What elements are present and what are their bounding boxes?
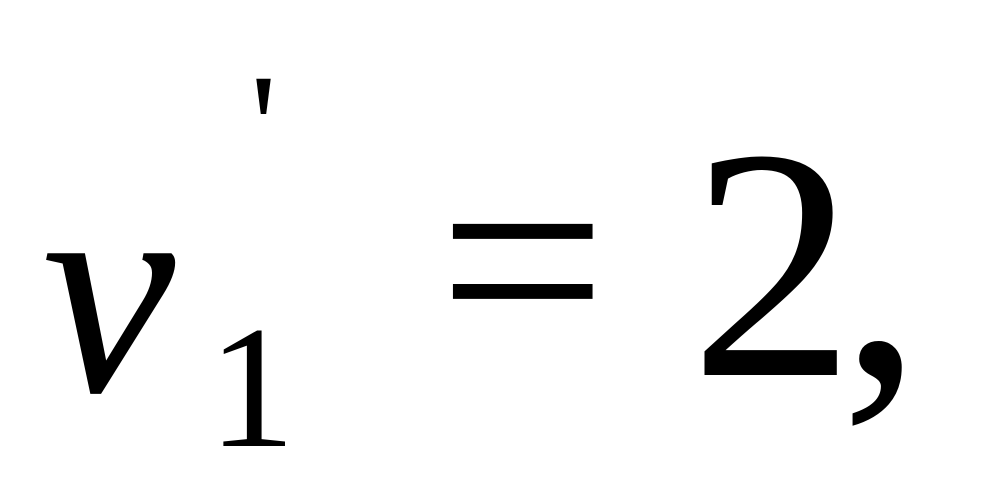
value-number: 2 (690, 82, 855, 447)
equals-sign: = (438, 94, 608, 426)
prime-mark: ' (250, 44, 278, 210)
subscript-index: 1 (208, 290, 296, 484)
trailing-comma: , (840, 82, 923, 447)
variable-symbol: ν (42, 124, 176, 456)
